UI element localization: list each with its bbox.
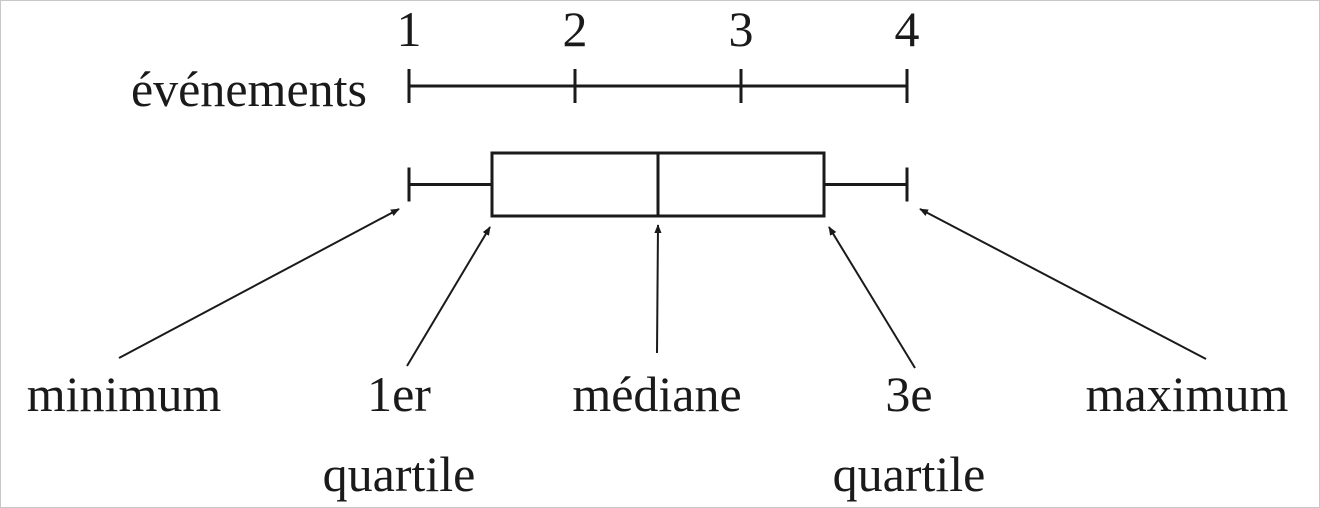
- axis-tick-label-1: 1: [397, 1, 422, 57]
- label-median-line-1: médiane: [572, 366, 741, 422]
- label-q1-line-1: 1er: [367, 366, 431, 422]
- axis-tick-label-3: 3: [729, 1, 754, 57]
- annotations: minimum 1er quartile médiane 3e quartile maxim…: [27, 208, 1289, 502]
- axis-tick-label-2: 2: [563, 1, 588, 57]
- arrow-minimum: [118, 208, 400, 359]
- label-q3-line-2: quartile: [833, 446, 986, 502]
- label-minimum-line-1: minimum: [27, 366, 222, 422]
- arrow-q3: [828, 226, 916, 369]
- label-maximum-line-1: maximum: [1086, 366, 1289, 422]
- axis-label: événements: [131, 61, 367, 117]
- label-q1-line-2: quartile: [323, 446, 476, 502]
- arrow-median: [654, 224, 662, 354]
- arrow-q1: [406, 226, 491, 367]
- axis-tick-label-4: 4: [895, 1, 920, 57]
- arrow-maximum: [919, 208, 1207, 360]
- box-plot: [407, 151, 909, 218]
- label-q3-line-1: 3e: [885, 366, 932, 422]
- axis-ticks: 1 2 3 4: [397, 1, 920, 103]
